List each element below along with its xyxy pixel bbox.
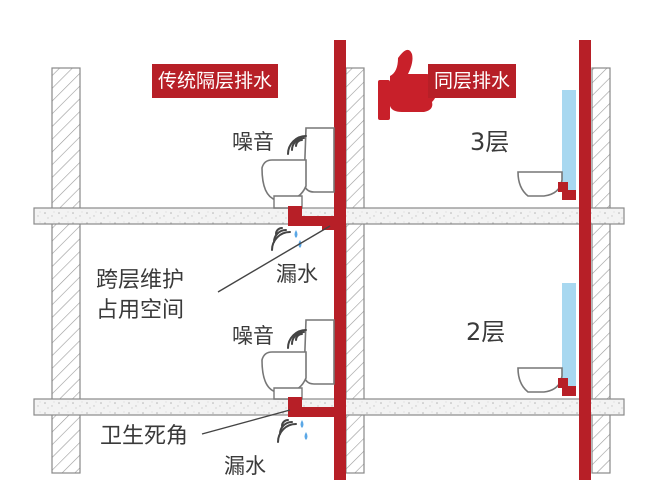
traditional-drainage-title: 传统隔层排水 [152,64,279,98]
lower-concealed-tank [562,283,576,391]
noise-label-lower: 噪音 [232,324,274,348]
toilet-icon [261,127,335,209]
noise-label-upper: 噪音 [232,130,274,154]
floor-3-label: 3层 [470,128,510,156]
left-drain-stack [334,40,346,480]
left-lower-drain-pipe [288,397,334,417]
right-upper-drain-pipe [558,182,576,200]
left-upper-drain-pipe [288,206,334,226]
wall-mounted-toilet-icon [517,367,563,393]
same-floor-drainage-title: 同层排水 [428,64,517,98]
maintenance-label-line2: 占用空间 [96,298,185,323]
maintenance-label-line1: 跨层维护 [96,268,185,293]
floor-2-label: 2层 [466,318,506,346]
wall-mounted-toilet-icon [517,171,563,197]
sound-wave-icon [277,419,297,443]
right-lower-drain-pipe [558,378,576,396]
thumbs-up-icon [378,49,436,120]
sound-wave-icon [271,227,291,251]
dead-corner-label: 卫生死角 [100,424,189,449]
sound-wave-icon [287,329,307,349]
upper-concealed-tank [562,90,576,198]
sound-wave-icon [287,135,307,155]
leak-label-lower: 漏水 [224,454,266,478]
leak-label-upper: 漏水 [276,262,318,286]
right-wall [591,67,611,474]
right-drain-stack [579,40,591,480]
maintenance-leader-line [217,225,331,293]
toilet-icon [261,319,335,400]
dead-corner-leader-line [201,409,291,435]
water-drop-icon [300,420,308,440]
